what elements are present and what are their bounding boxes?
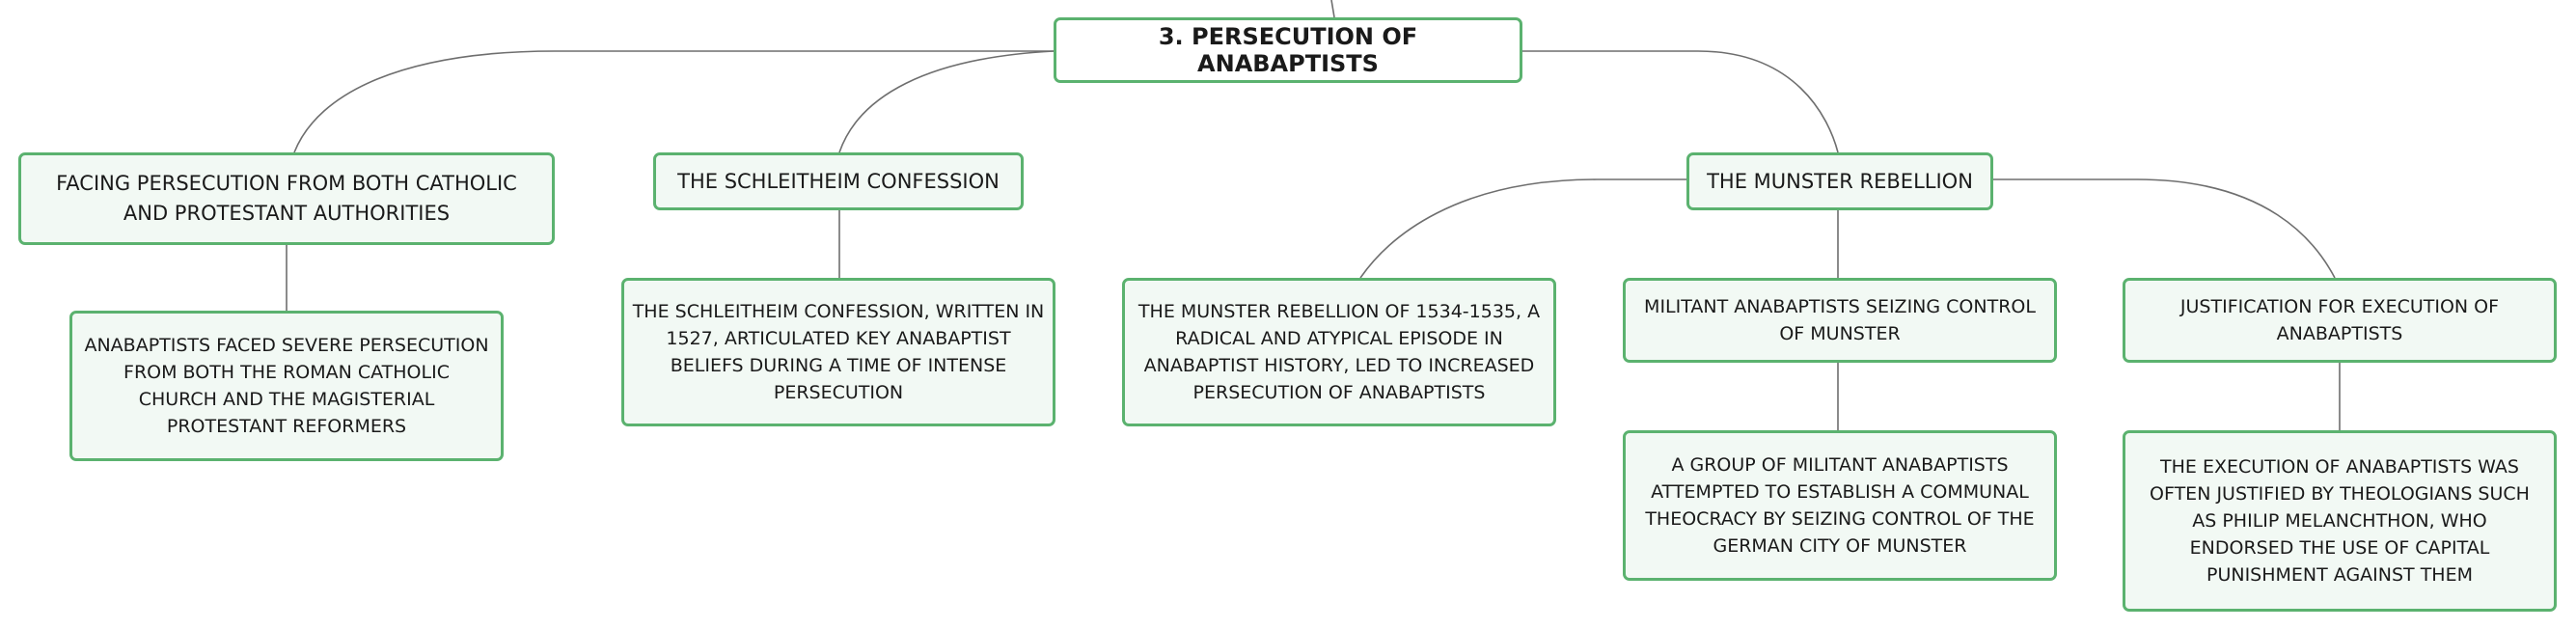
topic-node-facing-persecution[interactable]: FACING PERSECUTION FROM BOTH CATHOLIC AN…	[18, 152, 555, 245]
detail-text: THE EXECUTION OF ANABAPTISTS WAS OFTEN J…	[2150, 456, 2530, 586]
root-label: 3. PERSECUTION OF ANABAPTISTS	[1158, 23, 1418, 77]
detail-node-justification-execution[interactable]: THE EXECUTION OF ANABAPTISTS WAS OFTEN J…	[2123, 430, 2557, 612]
connector-root-to-facing-persecution	[293, 50, 1054, 153]
topic-node-schleitheim[interactable]: THE SCHLEITHEIM CONFESSION	[653, 152, 1024, 210]
subtopic-text: THE MUNSTER REBELLION OF 1534-1535, A RA…	[1137, 301, 1541, 403]
connector-root-to-munster	[1522, 50, 1839, 153]
detail-text: THE SCHLEITHEIM CONFESSION, WRITTEN IN 1…	[632, 301, 1045, 403]
detail-node-schleitheim[interactable]: THE SCHLEITHEIM CONFESSION, WRITTEN IN 1…	[621, 278, 1055, 426]
topic-node-munster-rebellion[interactable]: THE MUNSTER REBELLION	[1686, 152, 1993, 210]
connector-munster-to-justification	[1991, 178, 2336, 279]
subtopic-text: MILITANT ANABAPTISTS SEIZING CONTROL OF …	[1644, 296, 2036, 344]
connector-root-to-schleitheim	[838, 50, 1055, 153]
topic-label: THE MUNSTER REBELLION	[1707, 169, 1973, 193]
detail-text: ANABAPTISTS FACED SEVERE PERSECUTION FRO…	[84, 335, 489, 437]
root-node[interactable]: 3. PERSECUTION OF ANABAPTISTS	[1054, 17, 1522, 83]
subtopic-text: JUSTIFICATION FOR EXECUTION OF ANABAPTIS…	[2179, 296, 2500, 344]
subtopic-node-justification-execution[interactable]: JUSTIFICATION FOR EXECUTION OF ANABAPTIS…	[2123, 278, 2557, 363]
connector-munster-to-rebellion-detail	[1359, 178, 1688, 279]
detail-text: A GROUP OF MILITANT ANABAPTISTS ATTEMPTE…	[1645, 454, 2035, 557]
topic-label: FACING PERSECUTION FROM BOTH CATHOLIC AN…	[56, 172, 517, 225]
detail-node-militant-anabaptists[interactable]: A GROUP OF MILITANT ANABAPTISTS ATTEMPTE…	[1623, 430, 2057, 581]
subtopic-node-munster-rebellion-summary[interactable]: THE MUNSTER REBELLION OF 1534-1535, A RA…	[1122, 278, 1556, 426]
connector-parent-to-root	[1330, 0, 1335, 18]
topic-label: THE SCHLEITHEIM CONFESSION	[677, 169, 1000, 193]
subtopic-node-militant-anabaptists[interactable]: MILITANT ANABAPTISTS SEIZING CONTROL OF …	[1623, 278, 2057, 363]
detail-node-facing-persecution[interactable]: ANABAPTISTS FACED SEVERE PERSECUTION FRO…	[69, 311, 504, 461]
